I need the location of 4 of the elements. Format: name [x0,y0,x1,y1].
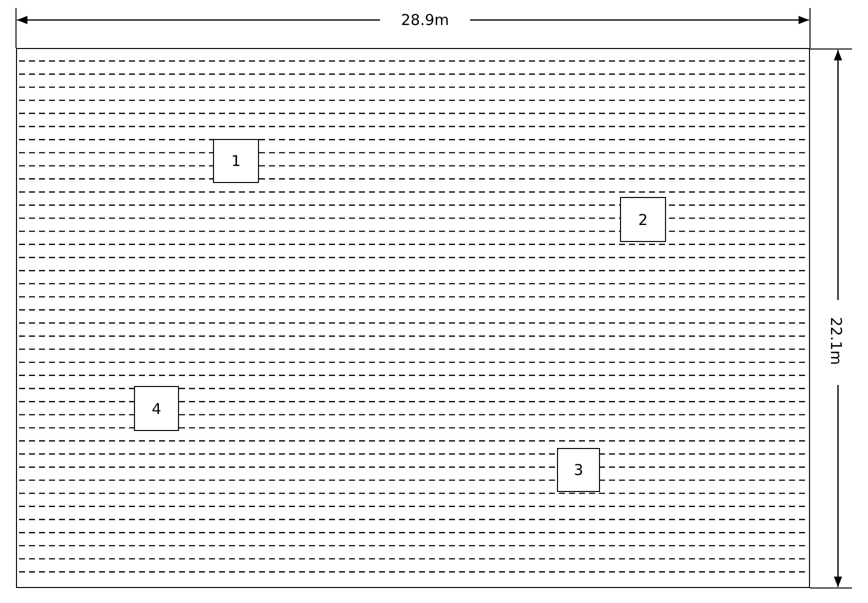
plot-marker: 1 [213,139,259,183]
plot-marker: 3 [557,448,600,492]
plot-marker: 4 [134,386,179,431]
plot-marker: 2 [620,197,666,242]
